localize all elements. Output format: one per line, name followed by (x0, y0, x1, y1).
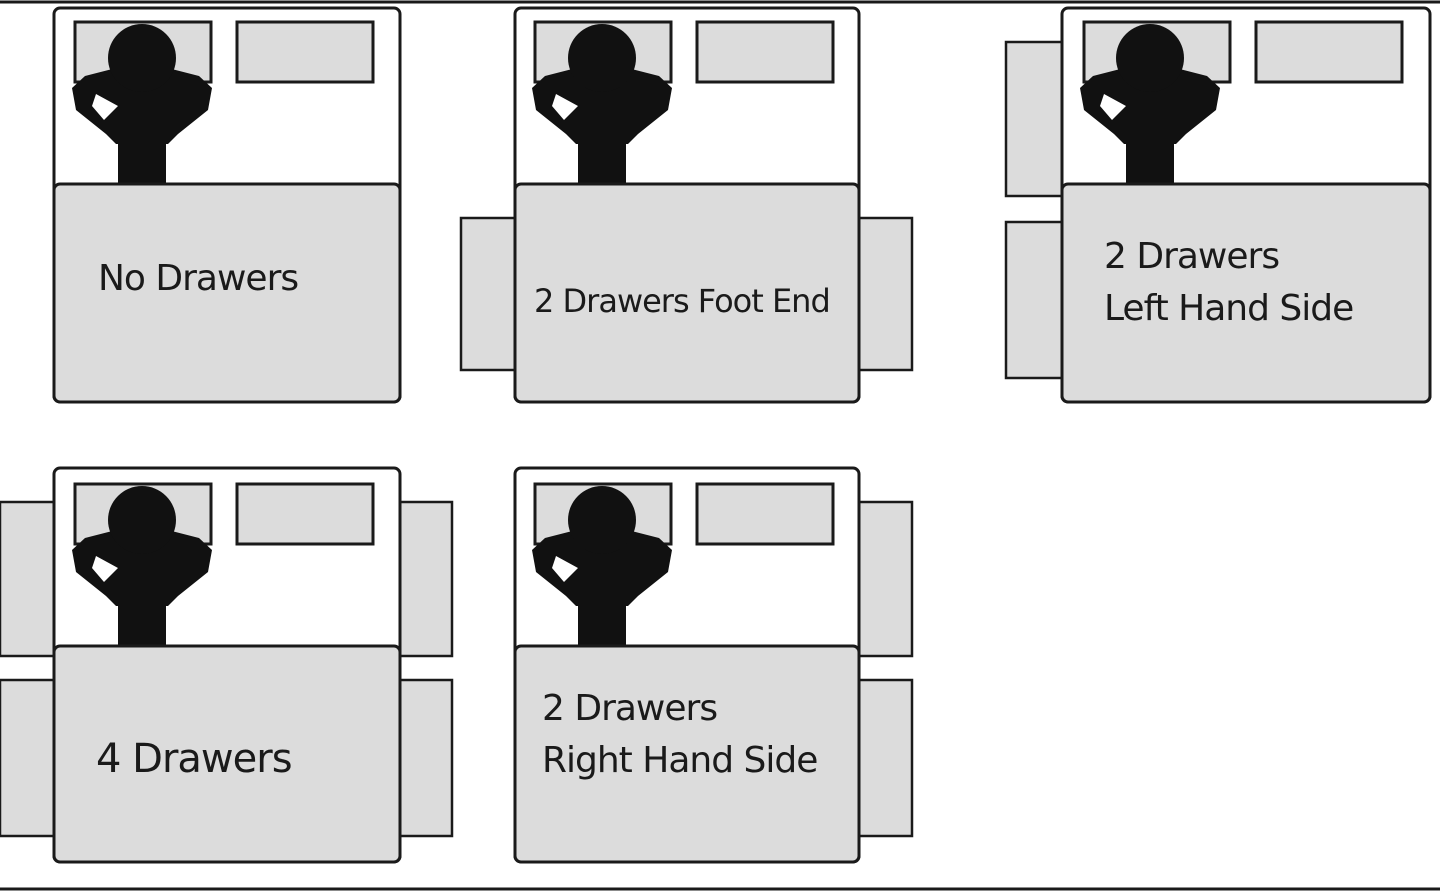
duvet (52, 644, 402, 864)
drawer-left-lower (0, 678, 58, 838)
label-line-1: 4 Drawers (96, 736, 292, 782)
pillow-right (695, 20, 835, 84)
pillow-right (695, 482, 835, 546)
label-line-1: 2 Drawers (542, 688, 717, 729)
label-line-1: 2 Drawers Foot End (534, 282, 830, 320)
person-icon (1080, 24, 1220, 188)
drawer-left-lower (1004, 220, 1066, 380)
label-line-1: 2 Drawers (1104, 236, 1279, 277)
label-line-1: No Drawers (98, 258, 298, 299)
pillow-right (1254, 20, 1404, 84)
drawer-right-upper (856, 500, 914, 658)
drawer-right-upper (396, 500, 454, 658)
bed-no-drawers: No Drawers (52, 6, 402, 404)
bed-foot-end: 2 Drawers Foot End (459, 6, 914, 404)
drawer-right-lower (856, 216, 914, 372)
person-icon (72, 24, 212, 188)
person-icon (72, 486, 212, 650)
drawer-right-lower (856, 678, 914, 838)
bed-label: 2 Drawers Right Hand Side (542, 688, 817, 781)
bed-label: No Drawers (98, 258, 298, 299)
drawer-left-upper (0, 500, 58, 658)
bed-right-hand-side: 2 Drawers Right Hand Side (513, 466, 914, 864)
person-icon (532, 24, 672, 188)
bed-left-hand-side: 2 Drawers Left Hand Side (1004, 6, 1432, 404)
duvet (1060, 182, 1432, 404)
label-line-2: Right Hand Side (542, 740, 817, 781)
duvet (52, 182, 402, 404)
bed-label: 2 Drawers Foot End (534, 282, 830, 320)
pillow-right (235, 482, 375, 546)
drawer-right-lower (396, 678, 454, 838)
bed-label: 2 Drawers Left Hand Side (1104, 236, 1353, 329)
label-line-2: Left Hand Side (1104, 288, 1353, 329)
pillow-right (235, 20, 375, 84)
duvet (513, 644, 861, 864)
drawer-left-upper (1004, 40, 1066, 198)
bed-four-drawers: 4 Drawers (0, 466, 454, 864)
drawer-left-lower (459, 216, 517, 372)
person-icon (532, 486, 672, 650)
bed-label: 4 Drawers (96, 736, 292, 782)
duvet (513, 182, 861, 404)
